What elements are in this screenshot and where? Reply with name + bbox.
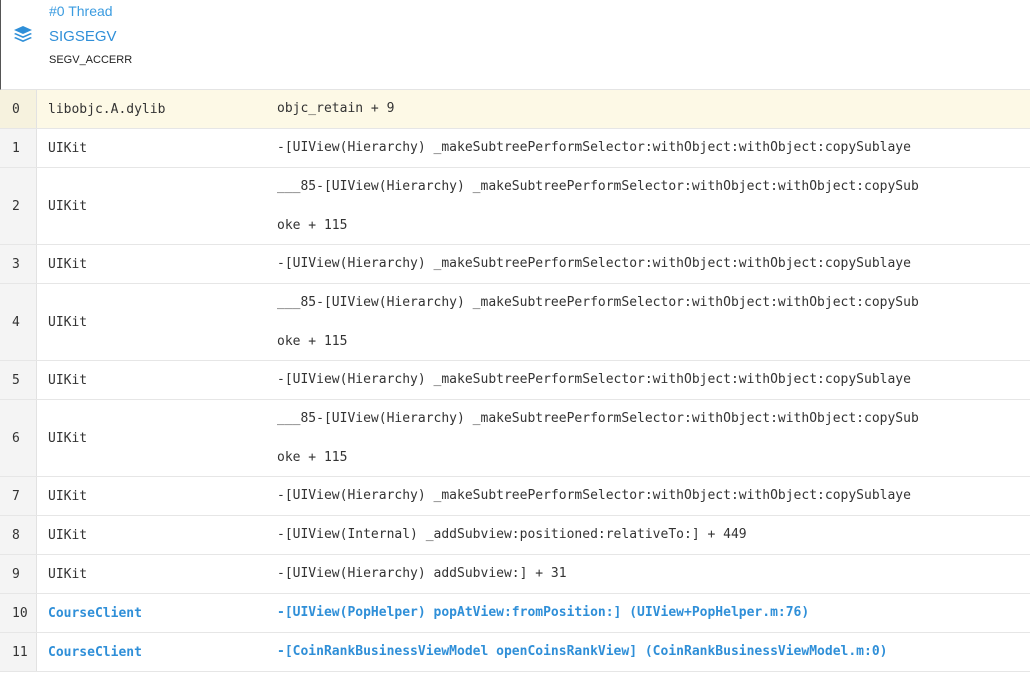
frame-symbol-line: oke + 115 [277, 334, 348, 349]
frame-index: 6 [0, 400, 37, 476]
frame-symbol-line: -[UIView(Hierarchy) _makeSubtreePerformS… [277, 256, 911, 271]
frame-symbol: -[UIView(Hierarchy) addSubview:] + 31 [277, 555, 1030, 593]
frame-index: 5 [0, 361, 37, 399]
frame-index: 3 [0, 245, 37, 283]
frame-index: 8 [0, 516, 37, 554]
table-row[interactable]: 5 UIKit -[UIView(Hierarchy) _makeSubtree… [0, 361, 1030, 400]
table-row[interactable]: 10 CourseClient -[UIView(PopHelper) popA… [0, 594, 1030, 633]
frame-symbol: -[UIView(Internal) _addSubview:positione… [277, 516, 1030, 554]
frame-index: 9 [0, 555, 37, 593]
frame-index: 7 [0, 477, 37, 515]
table-row[interactable]: 9 UIKit -[UIView(Hierarchy) addSubview:]… [0, 555, 1030, 594]
thread-title: #0 Thread [49, 3, 113, 19]
frame-library: UIKit [48, 256, 88, 272]
frame-symbol-line: ___85-[UIView(Hierarchy) _makeSubtreePer… [277, 295, 919, 310]
frame-symbol-line: -[UIView(Internal) _addSubview:positione… [277, 527, 747, 542]
table-row[interactable]: 11 CourseClient -[CoinRankBusinessViewMo… [0, 633, 1030, 672]
frame-library: UIKit [48, 314, 88, 330]
signal-code: SEGV_ACCERR [49, 54, 133, 66]
frame-library: UIKit [48, 372, 88, 388]
frame-library: CourseClient [48, 644, 142, 660]
table-row[interactable]: 4 UIKit ___85-[UIView(Hierarchy) _makeSu… [0, 284, 1030, 361]
frame-symbol: -[UIView(Hierarchy) _makeSubtreePerformS… [277, 361, 1030, 399]
table-row[interactable]: 3 UIKit -[UIView(Hierarchy) _makeSubtree… [0, 245, 1030, 284]
table-row[interactable]: 0 libobjc.A.dylib objc_retain + 9 [0, 90, 1030, 129]
table-row[interactable]: 7 UIKit -[UIView(Hierarchy) _makeSubtree… [0, 477, 1030, 516]
frame-symbol-line: -[UIView(Hierarchy) _makeSubtreePerformS… [277, 140, 911, 155]
frame-library: UIKit [48, 198, 88, 214]
frame-symbol: ___85-[UIView(Hierarchy) _makeSubtreePer… [277, 168, 1030, 244]
table-row[interactable]: 2 UIKit ___85-[UIView(Hierarchy) _makeSu… [0, 168, 1030, 245]
table-row[interactable]: 6 UIKit ___85-[UIView(Hierarchy) _makeSu… [0, 400, 1030, 477]
frame-symbol: ___85-[UIView(Hierarchy) _makeSubtreePer… [277, 400, 1030, 476]
signal-name: SIGSEGV [49, 28, 117, 45]
frame-index: 10 [0, 594, 37, 632]
frame-library: UIKit [48, 488, 88, 504]
frame-symbol-line: -[UIView(Hierarchy) _makeSubtreePerformS… [277, 488, 911, 503]
frame-library: CourseClient [48, 605, 142, 621]
stack-frame-table: 0 libobjc.A.dylib objc_retain + 9 1 UIKi… [0, 90, 1030, 672]
frame-symbol: -[UIView(Hierarchy) _makeSubtreePerformS… [277, 245, 1030, 283]
frame-library: UIKit [48, 430, 88, 446]
frame-symbol-line: ___85-[UIView(Hierarchy) _makeSubtreePer… [277, 411, 919, 426]
frame-index: 2 [0, 168, 37, 244]
frame-symbol-line: oke + 115 [277, 450, 348, 465]
frame-library: libobjc.A.dylib [48, 101, 166, 117]
frame-symbol: -[UIView(PopHelper) popAtView:fromPositi… [277, 594, 1030, 632]
frame-symbol-line: -[UIView(Hierarchy) _makeSubtreePerformS… [277, 372, 911, 387]
frame-symbol-line: -[UIView(PopHelper) popAtView:fromPositi… [277, 605, 810, 620]
frame-index: 0 [0, 90, 37, 128]
frame-library: UIKit [48, 140, 88, 156]
frame-library: UIKit [48, 566, 88, 582]
layers-icon [13, 25, 33, 43]
frame-symbol-line: objc_retain + 9 [277, 101, 395, 116]
thread-header: #0 Thread SIGSEGV SEGV_ACCERR [0, 0, 1030, 90]
frame-symbol-line: oke + 115 [277, 218, 348, 233]
table-row[interactable]: 8 UIKit -[UIView(Internal) _addSubview:p… [0, 516, 1030, 555]
frame-index: 4 [0, 284, 37, 360]
frame-library: UIKit [48, 527, 88, 543]
frame-index: 1 [0, 129, 37, 167]
table-row[interactable]: 1 UIKit -[UIView(Hierarchy) _makeSubtree… [0, 129, 1030, 168]
frame-symbol: -[UIView(Hierarchy) _makeSubtreePerformS… [277, 477, 1030, 515]
frame-symbol: objc_retain + 9 [277, 90, 1030, 128]
frame-symbol: -[UIView(Hierarchy) _makeSubtreePerformS… [277, 129, 1030, 167]
frame-index: 11 [0, 633, 37, 671]
frame-symbol: ___85-[UIView(Hierarchy) _makeSubtreePer… [277, 284, 1030, 360]
frame-symbol: -[CoinRankBusinessViewModel openCoinsRan… [277, 633, 1030, 671]
frame-symbol-line: -[CoinRankBusinessViewModel openCoinsRan… [277, 644, 888, 659]
frame-symbol-line: ___85-[UIView(Hierarchy) _makeSubtreePer… [277, 179, 919, 194]
frame-symbol-line: -[UIView(Hierarchy) addSubview:] + 31 [277, 566, 567, 581]
